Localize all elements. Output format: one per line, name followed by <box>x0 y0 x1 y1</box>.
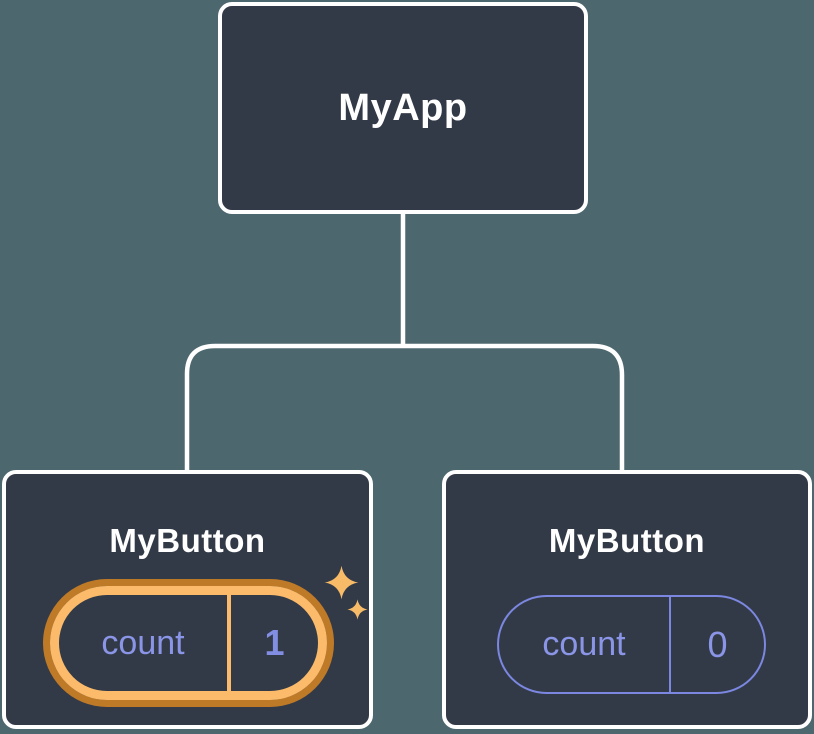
node-myapp-label: MyApp <box>338 86 468 129</box>
sparkle-icon-small <box>347 599 368 620</box>
sparkle-icon-large <box>324 565 359 600</box>
state-value: 1 <box>227 595 318 691</box>
state-name: count <box>542 625 626 663</box>
node-mybutton-left: MyButton count 1 <box>2 470 373 729</box>
state-value: 0 <box>669 597 764 692</box>
state-pill: count 0 <box>497 595 766 694</box>
node-mybutton-left-label: MyButton <box>109 522 266 559</box>
node-mybutton-right: MyButton count 0 <box>442 470 812 729</box>
state-name: count <box>101 623 185 662</box>
state-pill-highlighted: count 1 <box>50 586 327 700</box>
node-myapp: MyApp <box>218 2 588 214</box>
node-mybutton-right-label: MyButton <box>548 522 706 559</box>
